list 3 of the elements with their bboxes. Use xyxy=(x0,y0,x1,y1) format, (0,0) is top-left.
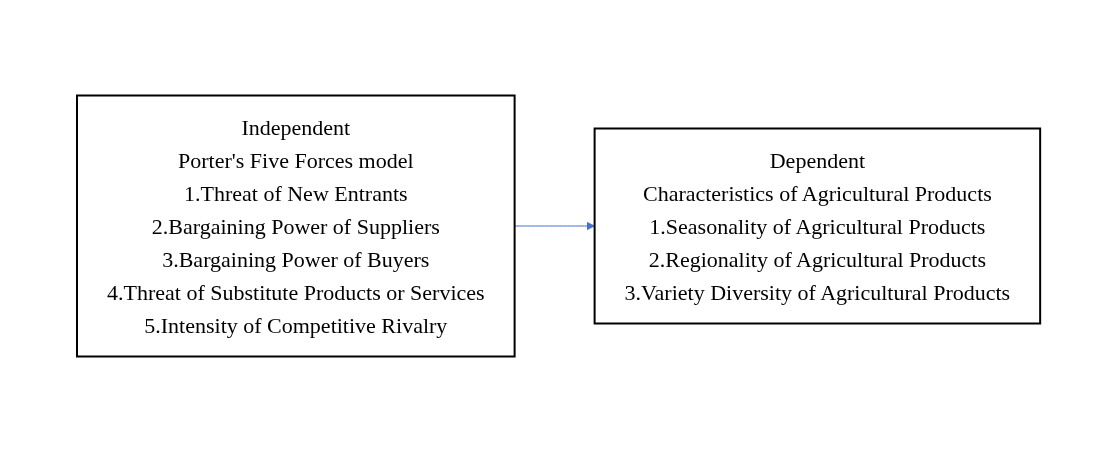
node-box: Independent Porter's Five Forces model 1.Threat of New Entrants 2.Bargaining Power of Suppliers 3.Bargaining Power of Buyers 4.Threat of Substitute Products or Services 5.Intensity of Competitive Rivalry xyxy=(75,94,516,358)
node-box: Dependent Characteristics of Agricultural Products 1.Seasonality of Agricultural Products 2.Regionality of Agricultural Products 3.Variety Diversity of Agricultural Products xyxy=(593,127,1042,325)
arrow xyxy=(514,221,595,231)
